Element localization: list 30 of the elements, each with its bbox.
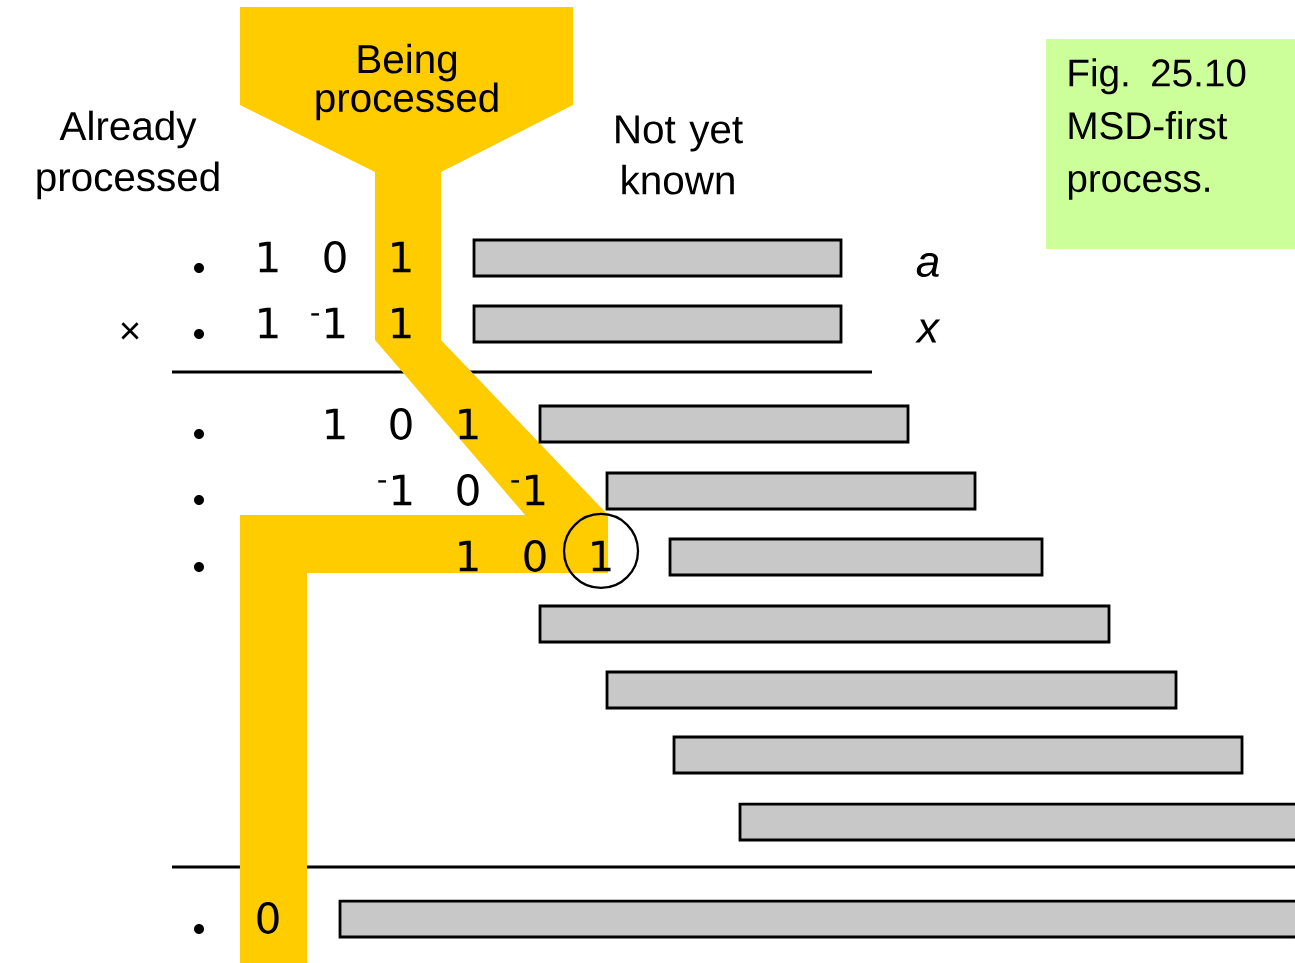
digit: 1 — [459, 540, 478, 572]
digit: $^{-}$1 — [511, 474, 545, 506]
digit: 1 — [259, 241, 278, 273]
digit: 1 — [392, 307, 411, 339]
digit: 1 — [259, 307, 278, 339]
digit: 1 — [459, 408, 478, 440]
bar — [672, 735, 1244, 775]
bar — [338, 899, 1295, 939]
caption-box: Fig. 25.10 MSD-first process. — [1046, 39, 1295, 249]
column-heading: Not yet known — [616, 115, 743, 195]
bar — [472, 238, 843, 278]
digit: $^{-}$1 — [378, 474, 412, 506]
bar — [738, 802, 1295, 842]
times-sign: × — [121, 322, 139, 340]
operand-name: a — [916, 252, 939, 278]
bar — [538, 404, 910, 444]
bar — [668, 537, 1044, 577]
digit: 0 — [257, 902, 279, 934]
operand-name: x — [915, 319, 941, 343]
bar — [605, 471, 977, 511]
digit: 1 — [326, 408, 345, 440]
digit: 0 — [457, 474, 479, 506]
digit: $^{-}$1 — [311, 307, 345, 339]
bar — [605, 670, 1178, 710]
digit: 0 — [524, 540, 546, 572]
bar — [538, 604, 1111, 644]
bar — [472, 304, 843, 344]
digit: 1 — [392, 241, 411, 273]
digit: 0 — [390, 408, 412, 440]
digit: 0 — [324, 241, 346, 273]
